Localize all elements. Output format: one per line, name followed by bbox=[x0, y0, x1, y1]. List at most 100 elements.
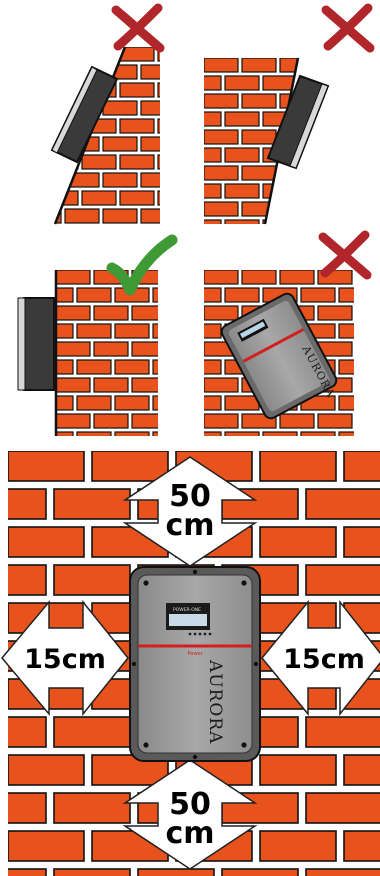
brick bbox=[0, 173, 23, 187]
brick bbox=[318, 414, 352, 428]
brick bbox=[280, 414, 314, 428]
brick bbox=[6, 191, 40, 205]
brick bbox=[187, 360, 221, 374]
brick bbox=[166, 270, 200, 284]
brick bbox=[170, 414, 204, 428]
display-brand-label: POWER-ONE bbox=[173, 607, 201, 613]
brick bbox=[0, 137, 23, 151]
brick bbox=[204, 270, 238, 284]
left-clearance-label: 15cm bbox=[24, 644, 106, 675]
brick bbox=[306, 565, 380, 595]
brick bbox=[44, 47, 78, 61]
panel-tilted-wall-left bbox=[0, 8, 230, 241]
brick bbox=[225, 220, 259, 234]
brick bbox=[82, 155, 116, 169]
brick bbox=[318, 166, 352, 180]
brick bbox=[0, 209, 23, 223]
inverter-side-view bbox=[18, 298, 54, 390]
brick bbox=[339, 324, 373, 338]
brick bbox=[166, 94, 200, 108]
brick bbox=[44, 227, 78, 241]
brick bbox=[6, 47, 40, 61]
brick bbox=[44, 191, 78, 205]
brick bbox=[82, 191, 116, 205]
panel-rotated-inverter: AURORA bbox=[149, 235, 380, 446]
brick bbox=[8, 451, 84, 481]
brick bbox=[158, 83, 192, 97]
brick bbox=[56, 342, 90, 356]
brick bbox=[187, 76, 221, 90]
panel-vertical-wall-correct bbox=[1, 240, 225, 446]
brick bbox=[339, 396, 373, 410]
brick bbox=[306, 489, 380, 519]
brick bbox=[82, 227, 116, 241]
brick bbox=[339, 360, 373, 374]
brick bbox=[158, 191, 192, 205]
brick bbox=[306, 869, 380, 876]
brick bbox=[6, 155, 40, 169]
brick bbox=[103, 137, 137, 151]
brick bbox=[242, 166, 276, 180]
inverter-front-view: POWER-ONE Power AURORA bbox=[130, 567, 260, 761]
brick bbox=[318, 58, 352, 72]
brick bbox=[356, 414, 380, 428]
brick bbox=[153, 324, 187, 338]
brick bbox=[356, 342, 380, 356]
brick bbox=[0, 869, 46, 876]
brick bbox=[344, 755, 380, 785]
brick bbox=[196, 227, 230, 241]
brick bbox=[204, 94, 238, 108]
brick bbox=[6, 119, 40, 133]
brick bbox=[222, 869, 298, 876]
brick bbox=[187, 184, 221, 198]
brick-wall bbox=[0, 47, 230, 241]
brick bbox=[153, 432, 187, 446]
brick bbox=[301, 148, 335, 162]
brick bbox=[242, 58, 276, 72]
brick bbox=[27, 101, 61, 115]
brick bbox=[225, 76, 259, 90]
brick bbox=[166, 202, 200, 216]
brick bbox=[318, 202, 352, 216]
brick bbox=[187, 324, 221, 338]
brand-label: AURORA bbox=[205, 659, 225, 744]
brick bbox=[260, 451, 336, 481]
brick bbox=[0, 793, 46, 823]
brick bbox=[225, 148, 259, 162]
brick bbox=[242, 202, 276, 216]
brick bbox=[158, 155, 192, 169]
clearance-diagram: 50 cm 15cm 15cm 50 cm bbox=[0, 451, 380, 876]
brick bbox=[56, 306, 90, 320]
brick bbox=[141, 209, 175, 223]
brick bbox=[356, 306, 380, 320]
brick bbox=[301, 184, 335, 198]
brick bbox=[120, 227, 154, 241]
brick bbox=[6, 227, 40, 241]
brick bbox=[242, 270, 276, 284]
brick bbox=[94, 342, 128, 356]
brick bbox=[204, 202, 238, 216]
brick bbox=[225, 432, 259, 446]
brick bbox=[170, 306, 204, 320]
brick bbox=[141, 137, 175, 151]
brick bbox=[204, 306, 238, 320]
brick bbox=[77, 396, 111, 410]
brick bbox=[138, 869, 214, 876]
brick bbox=[153, 396, 187, 410]
brick bbox=[204, 166, 238, 180]
brick bbox=[27, 173, 61, 187]
brick bbox=[318, 130, 352, 144]
brick bbox=[187, 432, 221, 446]
brick bbox=[94, 414, 128, 428]
brick bbox=[56, 378, 90, 392]
brick bbox=[103, 101, 137, 115]
brick bbox=[82, 47, 116, 61]
cross-icon bbox=[323, 235, 367, 275]
cross-icon bbox=[326, 8, 370, 48]
brick bbox=[166, 130, 200, 144]
brick bbox=[94, 378, 128, 392]
brick bbox=[65, 209, 99, 223]
brick bbox=[225, 112, 259, 126]
brick bbox=[141, 101, 175, 115]
